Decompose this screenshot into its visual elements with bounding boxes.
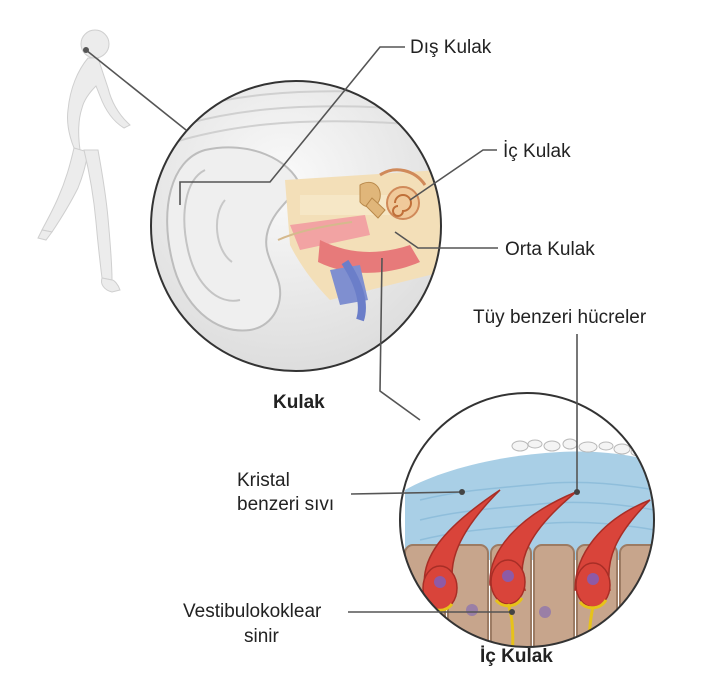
label-nerve-line1: Vestibulokoklear (183, 601, 322, 622)
zoom-leader (379, 257, 421, 421)
leader-lines (85, 46, 578, 613)
hair-cells (422, 489, 651, 611)
label-outer-ear: Dış Kulak (410, 37, 492, 58)
middle-ear-leader (394, 231, 498, 249)
caption-ear: Kulak (273, 392, 325, 413)
ear-magnified-view (151, 81, 441, 371)
caption-inner-ear: İç Kulak (480, 646, 553, 667)
inner-ear-magnified-view (400, 393, 654, 647)
crystal-fluid-leader (350, 491, 463, 495)
label-hair-cells: Tüy benzeri hücreler (473, 307, 647, 328)
label-inner-ear: İç Kulak (503, 141, 571, 162)
label-middle-ear: Orta Kulak (505, 239, 595, 260)
ossicles (359, 181, 386, 219)
label-crystal-fluid-line1: Kristal (237, 470, 290, 491)
cochlea (386, 186, 420, 220)
label-crystal-fluid-line2: benzeri sıvı (237, 494, 335, 515)
outer-ear-leader (179, 46, 405, 205)
label-nerve-line2: sinir (244, 626, 279, 647)
crystal-fluid (405, 451, 654, 560)
inner-ear-leader (409, 149, 497, 201)
human-figure (37, 29, 131, 293)
